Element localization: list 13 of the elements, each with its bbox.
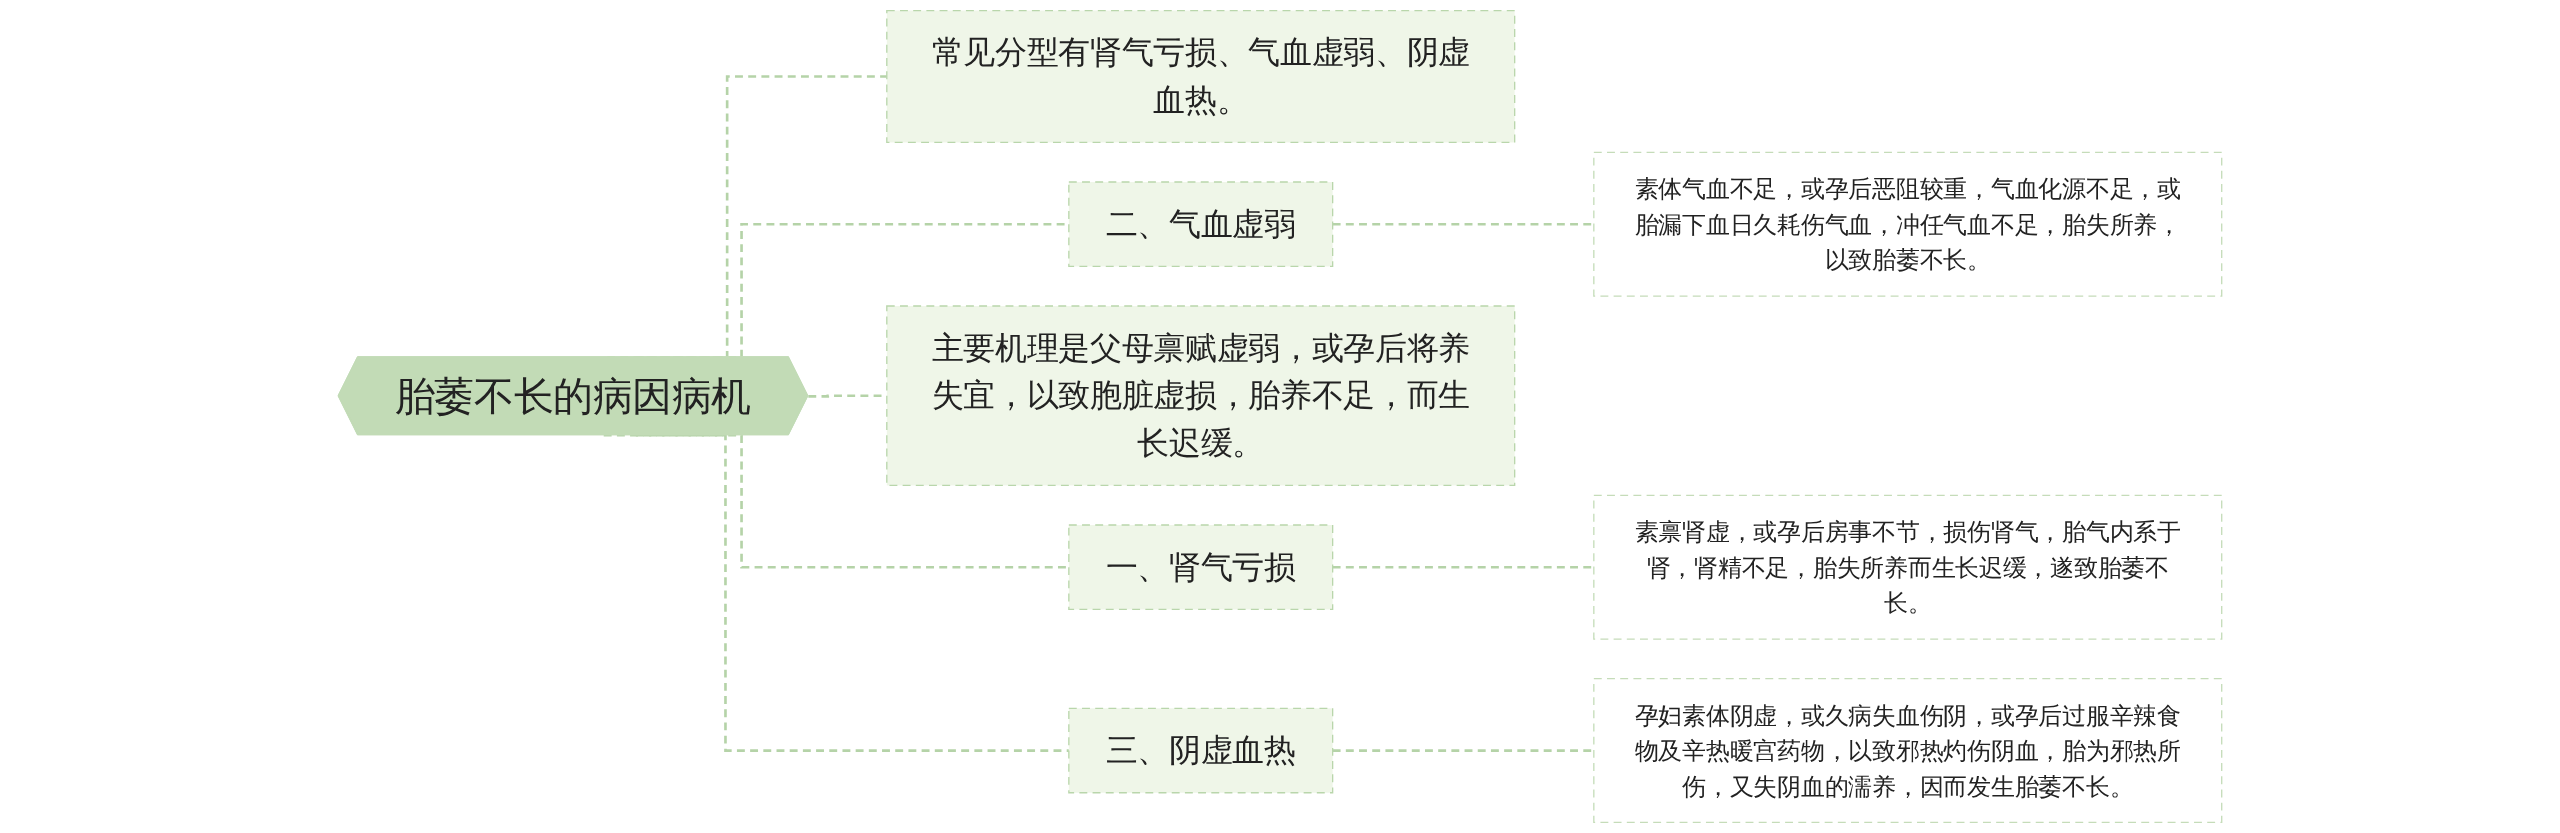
node-box: 主要机理是父母禀赋虚弱，或孕后将养失宜，以致胞脏虚损，胎养不足，而生长迟缓。 <box>886 305 1516 487</box>
connector <box>1332 749 1594 752</box>
node-box: 素禀肾虚，或孕后房事不节，损伤肾气，胎气内系于肾，肾精不足，胎失所养而生长迟缓，遂致胎萎不长。 <box>1593 494 2223 640</box>
node-box: 常见分型有肾气亏损、气血虚弱、阴虚血热。 <box>886 9 1516 144</box>
connector <box>603 434 1069 752</box>
node-box: 孕妇素体阴虚，或久病失血伤阴，或孕后过服辛辣食物及辛热暖宫药物，以致邪热灼伤阴血，胎为邪热所伤，又失阴血的濡养，因而发生胎萎不长。 <box>1593 678 2223 824</box>
node-box: 二、气血虚弱 <box>1068 181 1334 268</box>
connector <box>1332 222 1594 226</box>
connector <box>635 434 1069 569</box>
node-box: 素体气血不足，或孕后恶阻较重，气血化源不足，或胎漏下血日久耗伤气血，冲任气血不足，胎失所养，以致胎萎不长。 <box>1593 151 2223 297</box>
connector <box>1332 565 1594 569</box>
node-box: 一、肾气亏损 <box>1068 524 1334 611</box>
node-box: 三、阴虚血热 <box>1068 707 1334 794</box>
